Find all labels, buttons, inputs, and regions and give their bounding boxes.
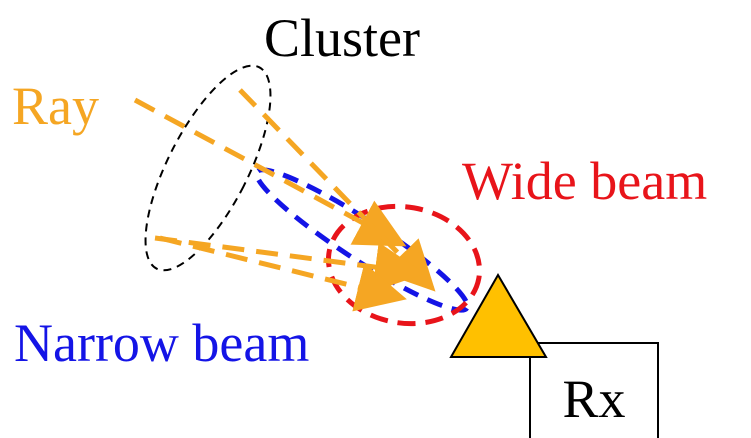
narrow-beam-ellipse <box>254 167 470 313</box>
ray-line-1 <box>133 97 407 247</box>
ray-line-2 <box>238 88 436 292</box>
ray-line-3 <box>154 235 425 292</box>
wide-beam-ellipse <box>325 203 483 327</box>
narrow-beam-label: Narrow beam <box>14 313 309 373</box>
cluster-ellipse <box>144 64 272 272</box>
ray-label: Ray <box>12 76 99 136</box>
rx-antenna-triangle <box>449 273 548 358</box>
ray-line-4 <box>159 235 407 312</box>
rays <box>133 88 436 312</box>
cluster-label: Cluster <box>264 8 420 68</box>
wide-beam-label: Wide beam <box>462 151 707 211</box>
rx-label: Rx <box>562 369 625 429</box>
rx-box <box>529 342 659 438</box>
